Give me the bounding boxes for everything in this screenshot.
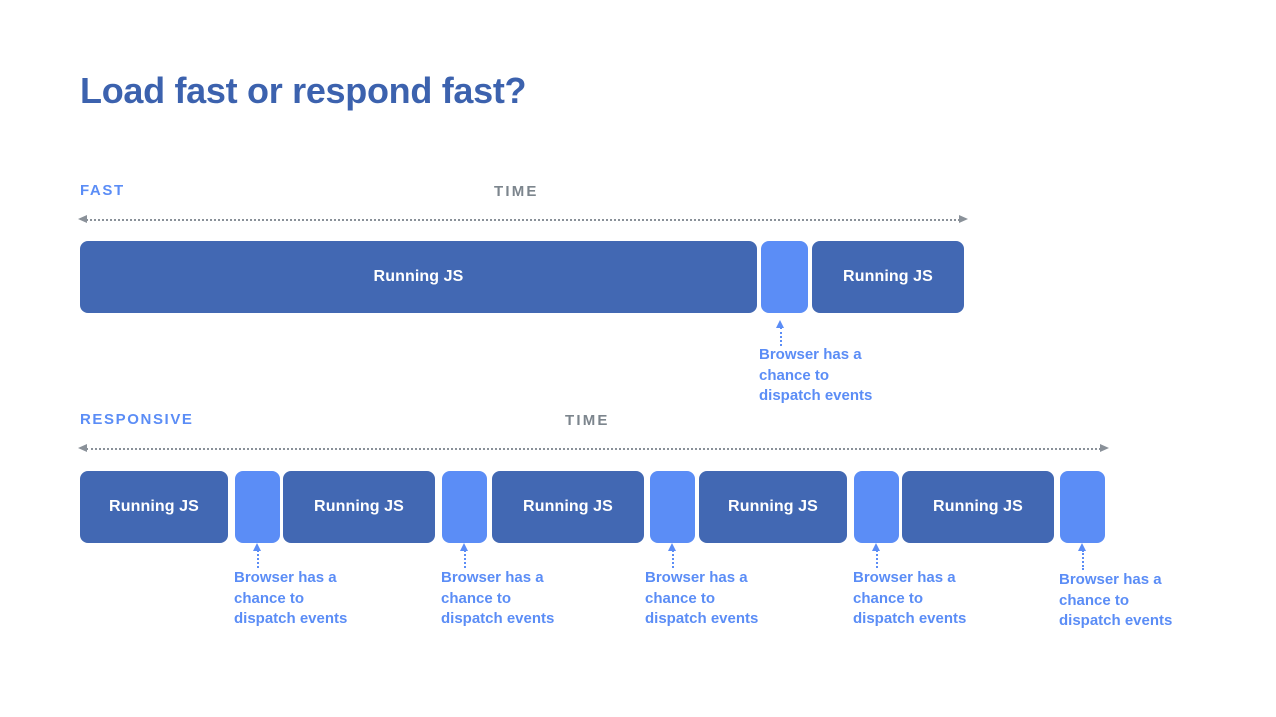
callout-dotted-line — [463, 550, 466, 568]
callout-text: Browser has a chance to dispatch events — [441, 568, 591, 630]
callout-text: Browser has a chance to dispatch events — [759, 345, 909, 407]
callout-dotted-line — [256, 550, 259, 568]
arrow-left-icon — [78, 444, 87, 452]
callout-text-line: chance to — [234, 589, 305, 607]
running-js-block: Running JS — [812, 241, 964, 313]
callout-text-line: chance to — [759, 366, 830, 384]
callout-arrow-icon — [460, 543, 469, 568]
block-label: Running JS — [109, 498, 199, 515]
arrow-right-icon — [959, 215, 968, 223]
callout-arrow-icon — [1078, 543, 1087, 570]
idle-gap-block — [650, 471, 695, 543]
arrow-up-icon — [460, 543, 468, 551]
arrow-right-icon — [1100, 444, 1109, 452]
time-axis-responsive — [78, 444, 1109, 453]
callout-text-line: dispatch events — [1059, 612, 1173, 629]
callout-text: Browser has a chance to dispatch events — [853, 568, 1003, 630]
callout-arrow-icon — [253, 543, 262, 568]
idle-gap-block — [235, 471, 280, 543]
callout-text-line: dispatch events — [645, 610, 759, 627]
callout-text-line: Browser has a — [759, 346, 862, 363]
block-label: Running JS — [933, 498, 1023, 515]
arrow-up-icon — [1078, 543, 1086, 551]
callout-dotted-line — [671, 550, 674, 568]
arrow-up-icon — [872, 543, 880, 551]
callout-arrow-icon — [776, 320, 785, 346]
block-label: Running JS — [373, 268, 464, 285]
block-label: Running JS — [728, 498, 818, 515]
callout-text-line: Browser has a — [645, 569, 748, 586]
time-axis-label-fast: TIME — [494, 183, 539, 200]
callout-text: Browser has a chance to dispatch events — [1059, 570, 1209, 632]
callout-arrow-icon — [668, 543, 677, 568]
callout-text-line: Browser has a — [234, 569, 337, 586]
callout-text-line: dispatch events — [759, 387, 873, 404]
callout-dotted-line — [1081, 550, 1084, 570]
arrow-up-icon — [253, 543, 261, 551]
callout-text-line: chance to — [853, 589, 924, 607]
callout-dotted-line — [779, 327, 782, 346]
axis-dotted-line — [86, 219, 960, 221]
running-js-block: Running JS — [283, 471, 435, 543]
page-title: Load fast or respond fast? — [80, 70, 527, 111]
running-js-block: Running JS — [80, 471, 228, 543]
callout-dotted-line — [875, 550, 878, 568]
running-js-block: Running JS — [902, 471, 1054, 543]
block-label: Running JS — [523, 498, 613, 515]
time-axis-fast — [78, 215, 968, 224]
time-axis-label-responsive: TIME — [565, 412, 610, 429]
idle-gap-block — [1060, 471, 1105, 543]
idle-gap-block — [854, 471, 899, 543]
block-label: Running JS — [843, 268, 933, 285]
block-label: Running JS — [314, 498, 404, 515]
callout-text-line: chance to — [645, 589, 716, 607]
callout-text-line: dispatch events — [853, 610, 967, 627]
section-label-responsive: RESPONSIVE — [80, 411, 194, 428]
running-js-block: Running JS — [699, 471, 847, 543]
running-js-block: Running JS — [80, 241, 757, 313]
idle-gap-block — [761, 241, 808, 313]
callout-text-line: chance to — [1059, 591, 1130, 609]
running-js-block: Running JS — [492, 471, 644, 543]
callout-text-line: Browser has a — [441, 569, 544, 586]
arrow-up-icon — [776, 320, 784, 328]
arrow-left-icon — [78, 215, 87, 223]
idle-gap-block — [442, 471, 487, 543]
callout-text-line: dispatch events — [441, 610, 555, 627]
callout-arrow-icon — [872, 543, 881, 568]
callout-text-line: Browser has a — [1059, 571, 1162, 588]
axis-dotted-line — [86, 448, 1101, 450]
callout-text-line: chance to — [441, 589, 512, 607]
arrow-up-icon — [668, 543, 676, 551]
callout-text: Browser has a chance to dispatch events — [234, 568, 384, 630]
callout-text-line: Browser has a — [853, 569, 956, 586]
callout-text-line: dispatch events — [234, 610, 348, 627]
section-label-fast: FAST — [80, 182, 125, 199]
callout-text: Browser has a chance to dispatch events — [645, 568, 795, 630]
